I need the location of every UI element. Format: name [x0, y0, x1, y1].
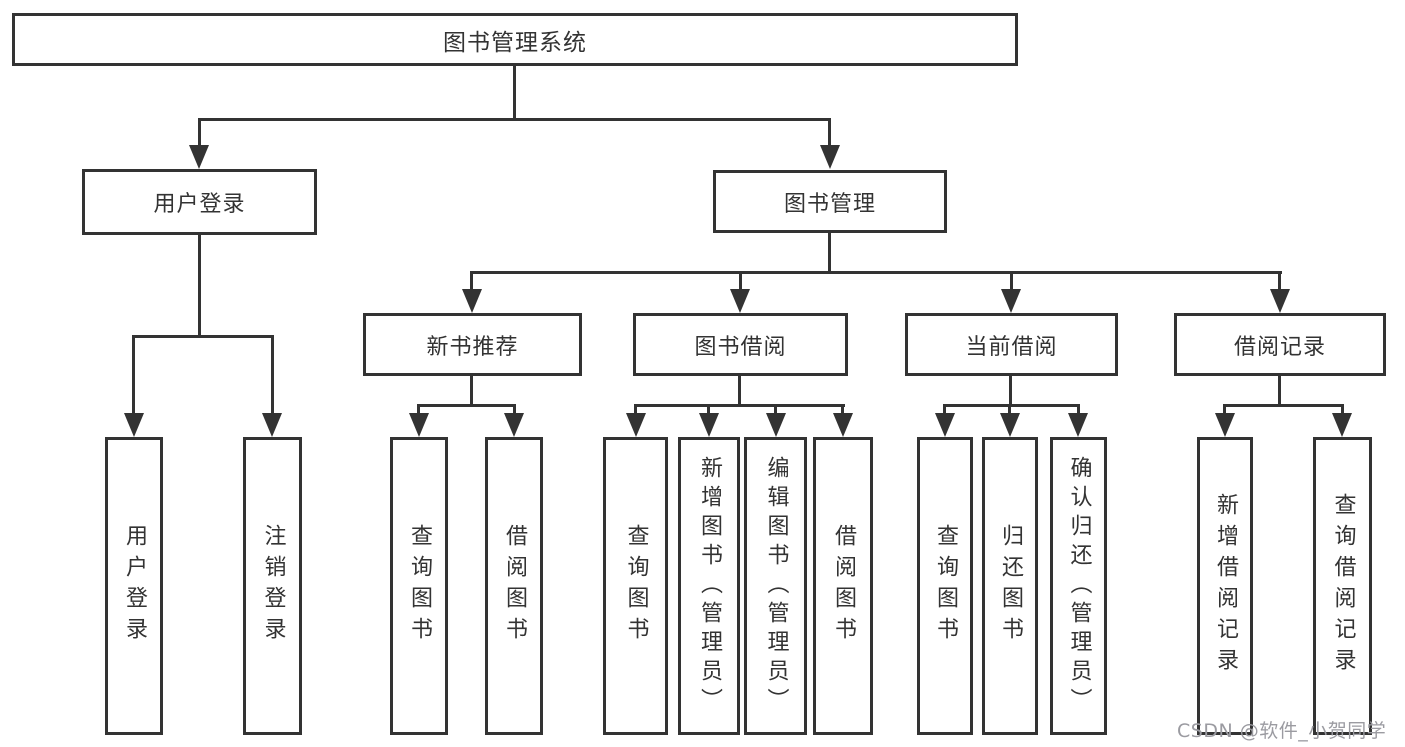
connector-segment	[707, 404, 710, 416]
node-user-login: 用户登录	[82, 169, 317, 235]
connector-segment	[1278, 271, 1281, 293]
arrowhead-icon	[262, 413, 282, 437]
connector-segment	[271, 335, 274, 415]
arrowhead-icon	[1000, 413, 1020, 437]
arrowhead-icon	[626, 413, 646, 437]
arrowhead-icon	[504, 413, 524, 437]
node-borrow-record: 借阅记录	[1174, 313, 1386, 376]
arrowhead-icon	[1332, 413, 1352, 437]
connector-segment	[739, 271, 742, 293]
node-leaf-user-login: 用户登录	[105, 437, 163, 735]
connector-segment	[1278, 376, 1281, 407]
connector-segment	[133, 335, 273, 338]
node-leaf-logout-login: 注销登录	[243, 437, 302, 735]
connector-segment	[470, 271, 1282, 274]
arrowhead-icon	[935, 413, 955, 437]
watermark-text: CSDN @软件_小贺同学	[1177, 720, 1387, 742]
arrowhead-icon	[730, 289, 750, 313]
arrowhead-icon	[1068, 413, 1088, 437]
connector-segment	[738, 376, 741, 407]
connector-segment	[417, 404, 516, 407]
connector-segment	[470, 271, 473, 293]
node-leaf-query-book-borrow: 查询图书	[603, 437, 668, 735]
connector-segment	[943, 404, 946, 416]
connector-segment	[943, 404, 1080, 407]
connector-segment	[1341, 404, 1344, 416]
node-leaf-query-borrow-record: 查询借阅记录	[1313, 437, 1372, 735]
connector-segment	[1010, 271, 1013, 293]
connector-segment	[1077, 404, 1080, 416]
connector-segment	[634, 404, 845, 407]
node-leaf-confirm-return-admin: 确认归还（管理员）	[1050, 437, 1107, 735]
node-book-management: 图书管理	[713, 170, 947, 233]
node-leaf-query-book-current: 查询图书	[917, 437, 973, 735]
node-leaf-add-borrow-record: 新增借阅记录	[1197, 437, 1253, 735]
node-leaf-query-book-recommend: 查询图书	[390, 437, 448, 735]
arrowhead-icon	[766, 413, 786, 437]
arrowhead-icon	[833, 413, 853, 437]
connector-segment	[513, 404, 516, 416]
arrowhead-icon	[462, 289, 482, 313]
node-leaf-edit-book-admin: 编辑图书（管理员）	[744, 437, 807, 735]
arrowhead-icon	[409, 413, 429, 437]
arrowhead-icon	[1215, 413, 1235, 437]
connector-segment	[828, 118, 831, 148]
connector-segment	[774, 404, 777, 416]
node-leaf-add-book-admin: 新增图书（管理员）	[678, 437, 740, 735]
node-leaf-borrow-book: 借阅图书	[813, 437, 873, 735]
arrowhead-icon	[1001, 289, 1021, 313]
arrowhead-icon	[189, 145, 209, 169]
connector-segment	[417, 404, 420, 416]
connector-segment	[198, 118, 201, 148]
arrowhead-icon	[124, 413, 144, 437]
node-current-borrow: 当前借阅	[905, 313, 1118, 376]
connector-segment	[198, 118, 831, 121]
connector-segment	[513, 66, 516, 118]
connector-segment	[1008, 404, 1011, 416]
node-leaf-return-book: 归还图书	[982, 437, 1038, 735]
node-book-borrow: 图书借阅	[633, 313, 848, 376]
connector-segment	[634, 404, 637, 416]
arrowhead-icon	[820, 145, 840, 169]
connector-segment	[1223, 404, 1226, 416]
connector-segment	[132, 335, 135, 415]
arrowhead-icon	[699, 413, 719, 437]
node-leaf-borrow-book-recommend: 借阅图书	[485, 437, 543, 735]
connector-segment	[198, 235, 201, 335]
connector-segment	[1009, 376, 1012, 407]
connector-segment	[470, 376, 473, 407]
arrowhead-icon	[1270, 289, 1290, 313]
node-root: 图书管理系统	[12, 13, 1018, 66]
connector-segment	[841, 404, 844, 416]
node-new-book-recommend: 新书推荐	[363, 313, 582, 376]
connector-segment	[1223, 404, 1344, 407]
connector-segment	[828, 233, 831, 274]
